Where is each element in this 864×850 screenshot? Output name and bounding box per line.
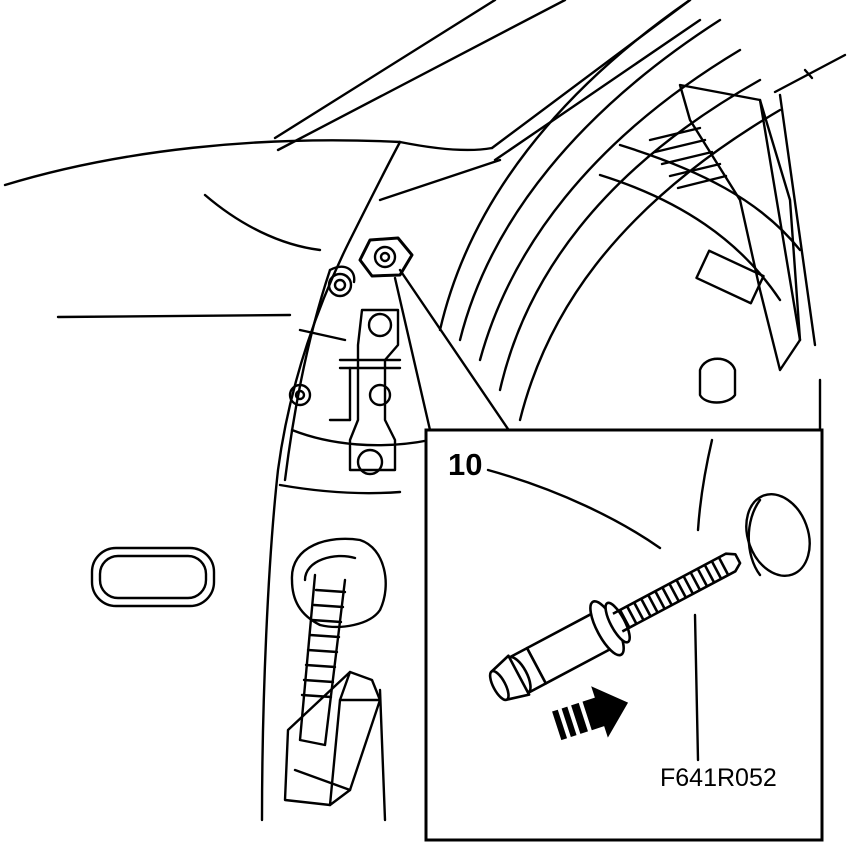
grommet-upper — [327, 265, 356, 298]
body-panel-lines — [3, 0, 702, 319]
harness-grommet — [290, 537, 387, 629]
louver-trim — [648, 83, 802, 404]
callout-number: 10 — [448, 447, 483, 482]
wiring-harness — [298, 573, 347, 747]
nut-icon — [358, 236, 414, 278]
pillar-contour — [260, 238, 432, 822]
connector — [283, 670, 382, 807]
leader-lines — [393, 268, 512, 434]
grommet-lower — [288, 383, 312, 407]
bolt-icon — [488, 552, 742, 702]
door-handle-recess — [90, 546, 216, 608]
arrow-right-icon — [552, 686, 629, 741]
wheel-arch — [438, 0, 847, 432]
figure-code: F641R052 — [660, 764, 777, 792]
hinge-bracket — [328, 308, 402, 476]
